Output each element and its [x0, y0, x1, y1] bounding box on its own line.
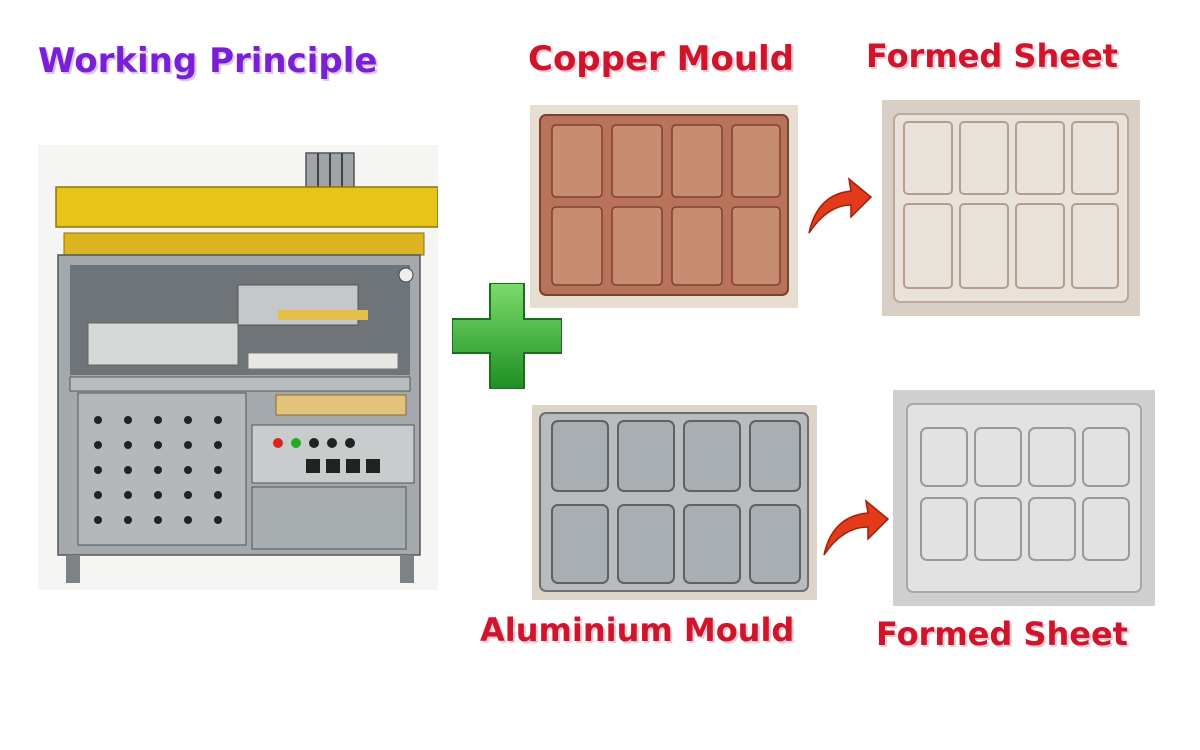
copper-mould-label: Copper Mould — [528, 39, 795, 79]
aluminium-mould-image — [532, 405, 817, 600]
formed-sheet-top-image — [882, 100, 1140, 316]
page-title: Working Principle — [38, 41, 378, 81]
formed-sheet-bottom-image — [893, 390, 1155, 606]
formed-sheet-bottom-label: Formed Sheet — [876, 615, 1128, 653]
plus-icon — [452, 283, 562, 389]
aluminium-mould-label: Aluminium Mould — [480, 611, 795, 649]
thermoforming-machine-image — [38, 145, 438, 590]
arrow-right-icon — [820, 497, 890, 559]
copper-mould-image — [530, 105, 798, 308]
formed-sheet-top-label: Formed Sheet — [866, 37, 1118, 75]
arrow-right-icon — [805, 175, 873, 237]
